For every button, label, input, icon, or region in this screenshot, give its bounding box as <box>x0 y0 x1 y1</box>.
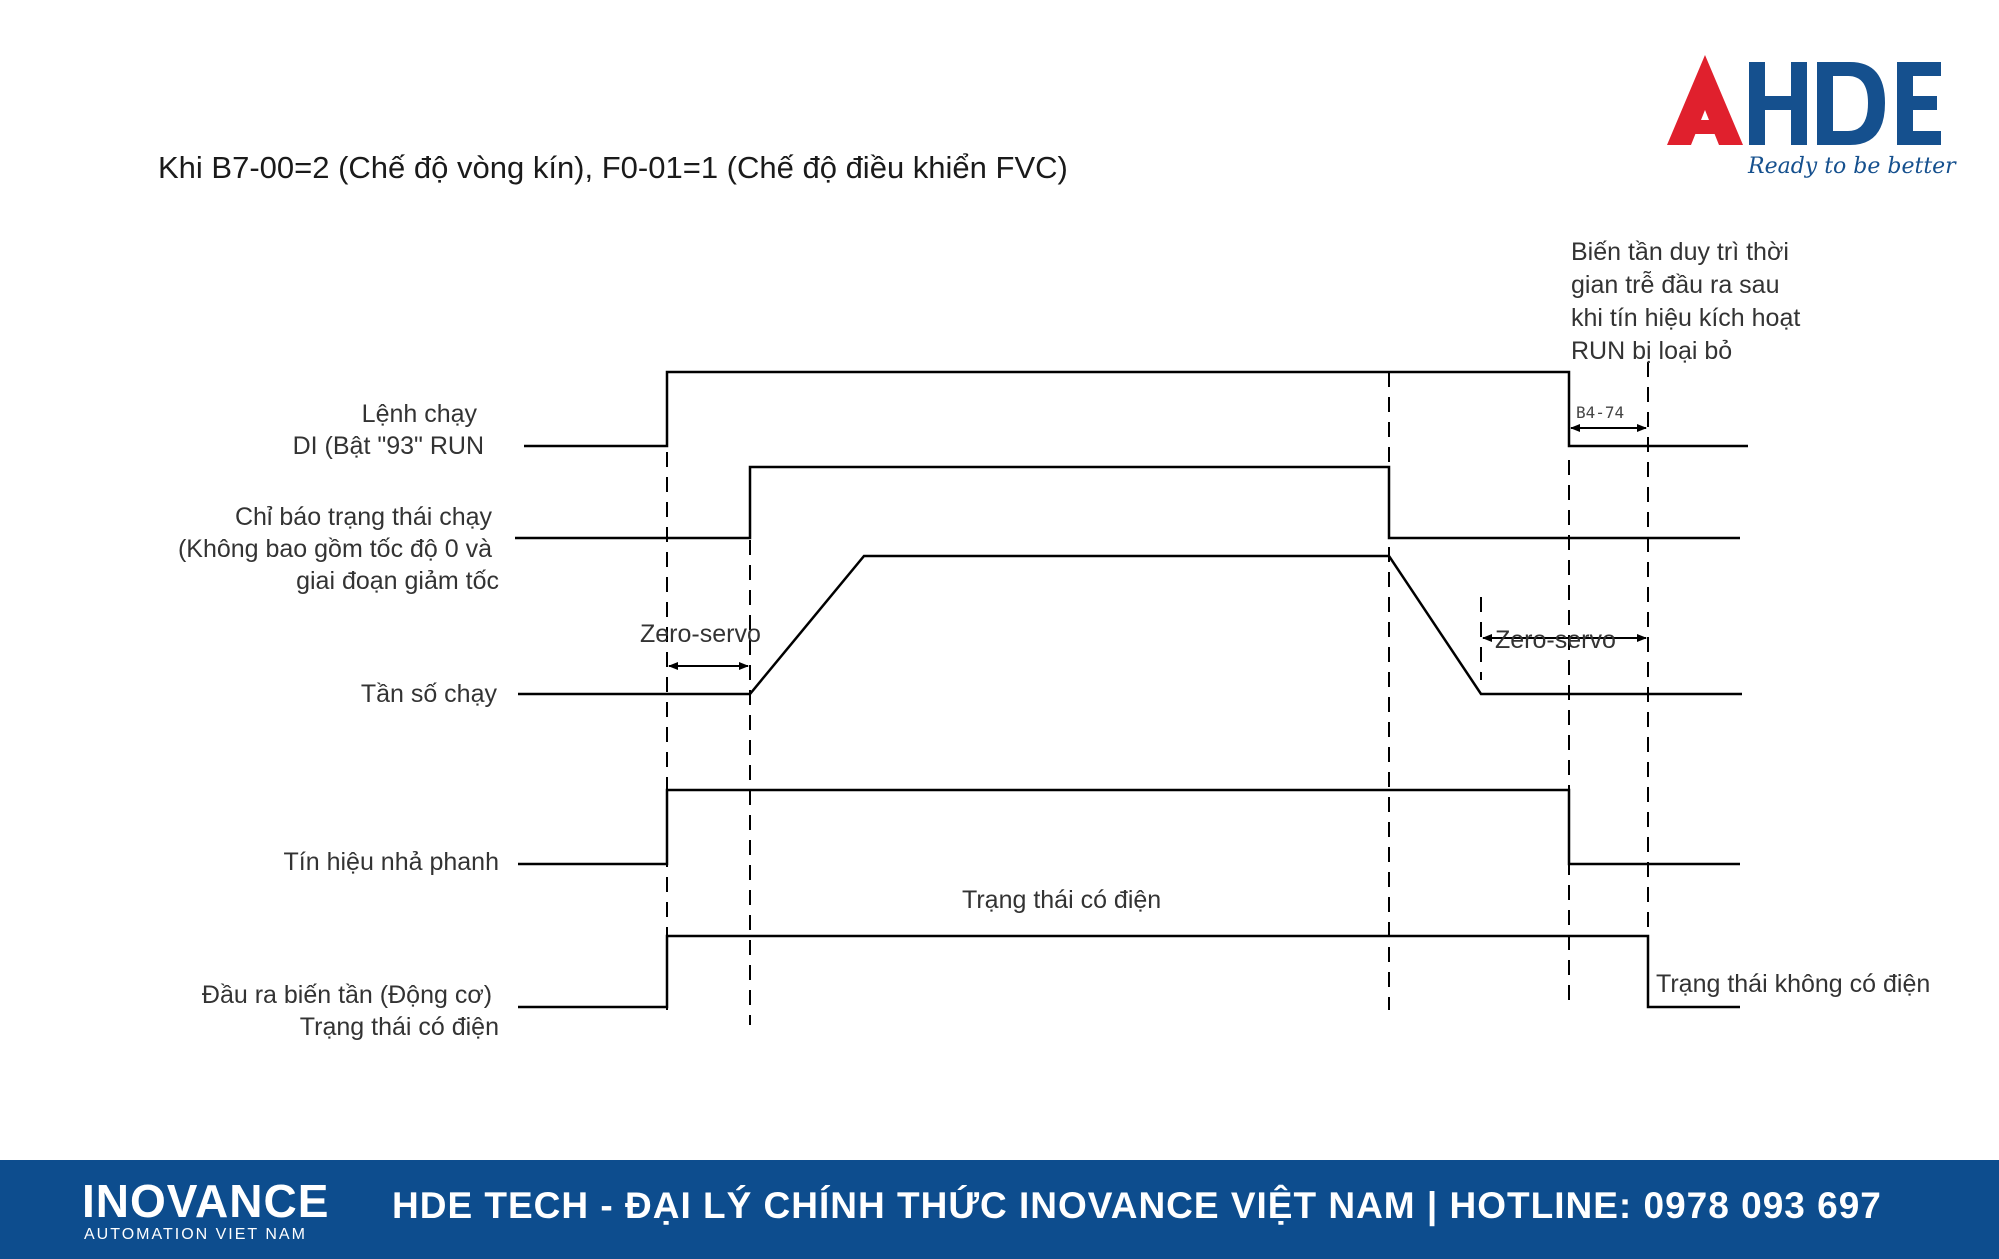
annotation-b4-74: B4-74 <box>1576 403 1624 422</box>
dimension-arrows <box>668 424 1647 670</box>
ahde-logo <box>1667 55 1941 145</box>
logo-red-triangle <box>1667 55 1743 145</box>
waveform-run-status <box>515 465 1740 540</box>
footer-brand-logo: INOVANCE <box>82 1175 330 1227</box>
footer-brand-subtitle: AUTOMATION VIET NAM <box>84 1226 307 1243</box>
annotation-deenergized-state: Trạng thái không có điện <box>1656 970 1930 998</box>
page-title: Khi B7-00=2 (Chế độ vòng kín), F0-01=1 (… <box>158 150 1068 185</box>
waveform-inverter-output <box>518 934 1740 1009</box>
label-inverter-output: Đầu ra biến tần (Động cơ) Trạng thái có … <box>202 981 499 1041</box>
waveform-brake-release <box>518 788 1740 866</box>
waveform-running-frequency <box>518 554 1742 696</box>
footer-bar: INOVANCE AUTOMATION VIET NAM HDE TECH - … <box>0 1160 1999 1259</box>
waveform-run-command <box>524 370 1748 448</box>
logo-red-bar <box>1695 120 1715 134</box>
label-running-frequency: Tần số chạy <box>361 680 498 708</box>
annotation-energized-state: Trạng thái có điện <box>962 886 1161 914</box>
timing-diagram: Lệnh chạy DI (Bật "93" RUN Chỉ báo trạng… <box>178 238 1930 1041</box>
label-run-command: Lệnh chạy DI (Bật "93" RUN <box>293 400 484 460</box>
annotation-delay-note: Biến tần duy trì thời gian trễ đầu ra sa… <box>1571 238 1807 365</box>
annotation-zero-servo-start: Zero-servo <box>640 620 761 648</box>
logo-tagline: Ready to be better <box>1748 154 1956 179</box>
annotation-zero-servo-end: Zero-servo <box>1495 626 1616 654</box>
footer-hotline: HDE TECH - ĐẠI LÝ CHÍNH THỨC INOVANCE VI… <box>392 1185 1882 1226</box>
waveforms <box>515 370 1748 1009</box>
label-run-status: Chỉ báo trạng thái chạy (Không bao gồm t… <box>178 503 499 595</box>
label-brake-release: Tín hiệu nhả phanh <box>284 848 499 876</box>
